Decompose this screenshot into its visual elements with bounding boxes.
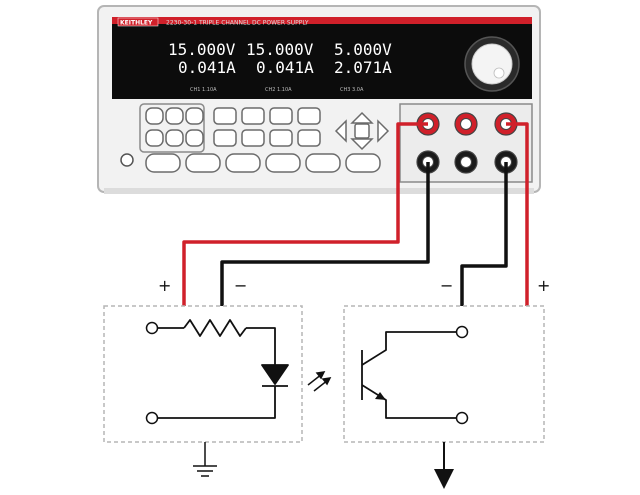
- light-emission-icon: [307, 371, 332, 392]
- arrow-right-key[interactable]: [377, 119, 390, 143]
- key[interactable]: [269, 107, 293, 125]
- key[interactable]: [185, 153, 221, 173]
- left-minus-label: −: [234, 276, 247, 295]
- key[interactable]: [213, 107, 237, 125]
- arrow-enter-key[interactable]: [354, 123, 370, 139]
- output-terminal-bottom: [455, 411, 469, 425]
- key[interactable]: [165, 129, 184, 147]
- led-diode-symbol: [261, 364, 289, 385]
- ch3-voltage-readout: 5.000V: [334, 40, 392, 59]
- arrow-up-key[interactable]: [350, 111, 374, 124]
- ch1-voltage-readout: 15.000V: [168, 40, 236, 59]
- output-down-arrow-icon: [434, 442, 454, 489]
- key[interactable]: [297, 129, 321, 147]
- emitter-arrow-icon: [375, 392, 386, 400]
- display-panel: [112, 17, 532, 99]
- brand-badge: [117, 17, 159, 27]
- ch3-label: CH3 3.0A: [340, 87, 364, 93]
- key[interactable]: [269, 129, 293, 147]
- display-accent-bar: [112, 17, 532, 24]
- ch1-negative-wire: [220, 162, 430, 306]
- key[interactable]: [185, 107, 204, 125]
- brand-logo: KEITHLEY: [120, 20, 153, 27]
- key[interactable]: [345, 153, 381, 173]
- key[interactable]: [145, 129, 164, 147]
- input-terminal-bottom: [145, 411, 159, 425]
- ch3-current-readout: 2.071A: [334, 58, 392, 77]
- arrow-down-key[interactable]: [350, 138, 374, 151]
- input-terminal-top: [145, 321, 159, 335]
- key[interactable]: [241, 129, 265, 147]
- ch2-positive-terminal[interactable]: [454, 112, 478, 136]
- ch1-label: CH1 1.10A: [190, 87, 217, 93]
- ch1-positive-wire: [182, 122, 428, 306]
- key[interactable]: [265, 153, 301, 173]
- ch3-positive-wire: [506, 122, 529, 306]
- arrow-keys: [334, 111, 390, 151]
- key[interactable]: [145, 153, 181, 173]
- ch2-voltage-readout: 15.000V: [246, 40, 314, 59]
- adjust-knob[interactable]: [464, 36, 520, 92]
- key[interactable]: [145, 107, 164, 125]
- power-supply: KEITHLEY 2230-30-1 TRIPLE CHANNEL DC POW…: [97, 5, 541, 194]
- resistor-to-diode-wire: [246, 327, 276, 365]
- key[interactable]: [225, 153, 261, 173]
- ch2-label: CH2 1.10A: [265, 87, 292, 93]
- key[interactable]: [165, 107, 184, 125]
- resistor-symbol: [183, 319, 247, 337]
- arrow-left-key[interactable]: [334, 119, 347, 143]
- wires: [182, 122, 529, 306]
- power-button[interactable]: [120, 153, 134, 167]
- right-minus-label: −: [440, 276, 453, 295]
- terminals: [416, 112, 518, 174]
- key[interactable]: [185, 129, 204, 147]
- key[interactable]: [305, 153, 341, 173]
- output-terminal-top: [455, 325, 469, 339]
- right-plus-label: +: [537, 276, 550, 295]
- key[interactable]: [297, 107, 321, 125]
- input-side-box: [103, 305, 303, 443]
- ch3-negative-wire: [460, 162, 508, 306]
- power-supply-bottom-edge: [104, 188, 534, 194]
- model-name: 2230-30-1 TRIPLE CHANNEL DC POWER SUPPLY: [166, 20, 309, 27]
- output-side-box: [343, 305, 545, 443]
- key[interactable]: [241, 107, 265, 125]
- ch2-current-readout: 0.041A: [256, 58, 314, 77]
- diode-to-bottom-wire: [157, 386, 276, 419]
- key[interactable]: [213, 129, 237, 147]
- keypad-group-frame: [139, 103, 205, 153]
- ground-icon: [193, 442, 217, 477]
- ch1-current-readout: 0.041A: [178, 58, 236, 77]
- left-plus-label: +: [158, 276, 171, 295]
- ch2-negative-terminal[interactable]: [454, 150, 478, 174]
- keypad: [139, 103, 381, 173]
- phototransistor-symbol: [361, 331, 457, 419]
